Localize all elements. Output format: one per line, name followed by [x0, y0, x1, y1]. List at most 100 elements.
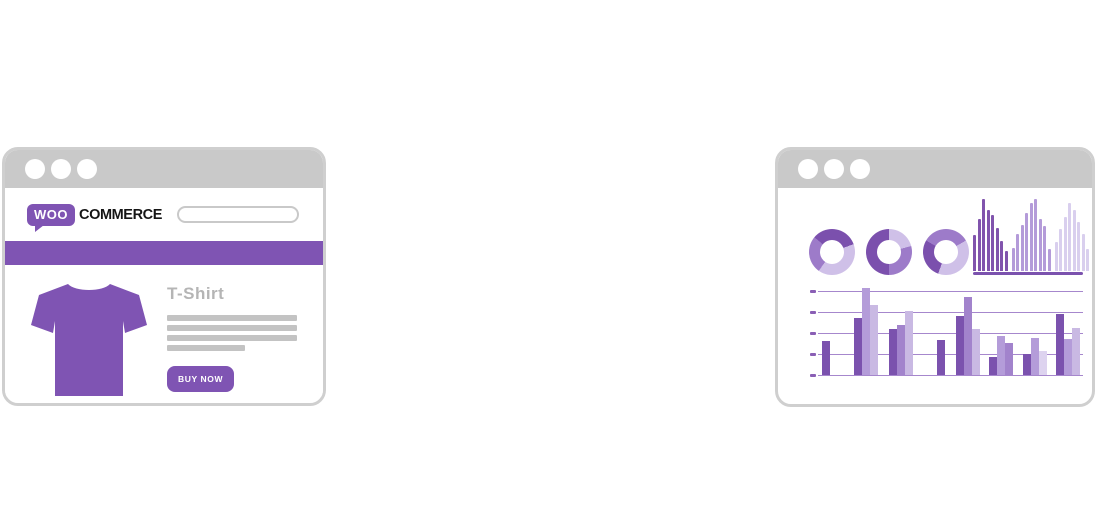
- bar-group: [937, 340, 945, 375]
- histogram-bar: [1000, 241, 1003, 271]
- histogram-bar: [1043, 226, 1046, 271]
- histogram-bar: [982, 199, 985, 271]
- gridline: [818, 291, 1083, 292]
- description-line: [167, 315, 297, 321]
- histogram-bar: [986, 210, 990, 271]
- bar: [854, 318, 862, 375]
- histogram-group: [973, 199, 1008, 271]
- y-axis-tick: [810, 353, 816, 356]
- bar-group: [1023, 338, 1047, 375]
- bar: [964, 297, 972, 375]
- description-line: [167, 335, 297, 341]
- histogram-bar: [991, 215, 994, 271]
- donut-chart: [866, 229, 912, 275]
- gridline: [818, 333, 1083, 334]
- bar: [997, 336, 1005, 375]
- histogram-bar: [1059, 229, 1062, 271]
- window-control-dot[interactable]: [25, 159, 45, 179]
- histogram-bar: [1016, 234, 1019, 271]
- description-line: [167, 345, 245, 351]
- bar: [937, 340, 945, 375]
- bar: [1023, 354, 1031, 375]
- tshirt-icon: [31, 284, 147, 396]
- storefront-window: WOO COMMERCE T-Shirt BUY NOW: [2, 147, 326, 406]
- woo-logo-bubble: WOO: [27, 203, 75, 232]
- bar: [1064, 339, 1072, 375]
- storefront-header: WOO COMMERCE: [5, 188, 323, 241]
- bar-group: [956, 297, 980, 375]
- histogram-bar: [995, 228, 999, 271]
- y-axis-tick: [810, 290, 816, 293]
- analytics-window: [775, 147, 1095, 407]
- histogram-bar: [1034, 199, 1037, 271]
- product-info: T-Shirt BUY NOW: [167, 283, 297, 397]
- bar: [822, 341, 830, 375]
- grouped-bar-chart: [810, 288, 1083, 377]
- product-section: T-Shirt BUY NOW: [5, 265, 323, 397]
- donut-charts: [809, 229, 969, 275]
- gridline: [818, 375, 1083, 376]
- histogram-bar: [1063, 217, 1067, 271]
- window-control-dot[interactable]: [824, 159, 844, 179]
- product-title: T-Shirt: [167, 284, 225, 303]
- histogram-bar: [1086, 249, 1089, 271]
- gridline: [818, 312, 1083, 313]
- bar: [870, 305, 878, 375]
- bar-group: [989, 336, 1013, 375]
- search-input[interactable]: [177, 206, 299, 223]
- histogram-bar: [1011, 248, 1015, 271]
- histogram-bar: [1029, 203, 1033, 271]
- storefront-body: WOO COMMERCE T-Shirt BUY NOW: [5, 188, 323, 397]
- mini-histogram-chart: [973, 198, 1089, 275]
- woo-logo-wordmark: COMMERCE: [79, 206, 162, 223]
- bar: [1056, 314, 1064, 375]
- histogram-group: [1054, 203, 1089, 271]
- y-axis-tick: [810, 311, 816, 314]
- bar: [1072, 328, 1080, 375]
- bar: [905, 311, 913, 375]
- y-axis-tick: [810, 332, 816, 335]
- bar: [1039, 351, 1047, 375]
- product-description-lines: [167, 315, 297, 351]
- window-control-dot[interactable]: [850, 159, 870, 179]
- woocommerce-logo: WOO COMMERCE: [27, 203, 162, 232]
- bar: [889, 329, 897, 375]
- histogram-bar: [1025, 213, 1028, 271]
- window-control-dot[interactable]: [77, 159, 97, 179]
- histogram-bar: [1068, 203, 1071, 271]
- histogram-bar: [1047, 249, 1051, 271]
- histogram-axis-line: [973, 272, 1083, 275]
- gridline: [818, 354, 1083, 355]
- bar-group: [1056, 314, 1080, 375]
- bar: [1031, 338, 1039, 375]
- bar: [897, 325, 905, 375]
- bar-group: [822, 341, 830, 375]
- histogram-bar: [977, 219, 981, 271]
- browser-titlebar: [5, 150, 323, 188]
- y-axis-tick: [810, 374, 816, 377]
- histogram-group: [1011, 199, 1051, 271]
- window-control-dot[interactable]: [51, 159, 71, 179]
- browser-titlebar: [778, 150, 1092, 188]
- bar: [972, 329, 980, 375]
- bar-group: [854, 288, 878, 375]
- bar: [989, 357, 997, 375]
- bar-group: [889, 311, 913, 375]
- window-control-dot[interactable]: [798, 159, 818, 179]
- bar: [1005, 343, 1013, 375]
- histogram-bar: [1004, 251, 1008, 271]
- bar: [862, 288, 870, 375]
- histogram-bar: [1077, 222, 1080, 271]
- donut-chart: [923, 229, 969, 275]
- histogram-bar: [1081, 234, 1085, 271]
- product-image-tshirt: [31, 283, 147, 397]
- bar: [956, 316, 964, 375]
- donut-chart: [809, 229, 855, 275]
- description-line: [167, 325, 297, 331]
- buy-now-button[interactable]: BUY NOW: [167, 366, 235, 392]
- histogram-bar: [973, 235, 976, 271]
- histogram-bar: [1038, 219, 1042, 271]
- histogram-bar: [1020, 225, 1024, 271]
- histogram-bar: [1054, 242, 1058, 271]
- histogram-bar: [1072, 210, 1076, 271]
